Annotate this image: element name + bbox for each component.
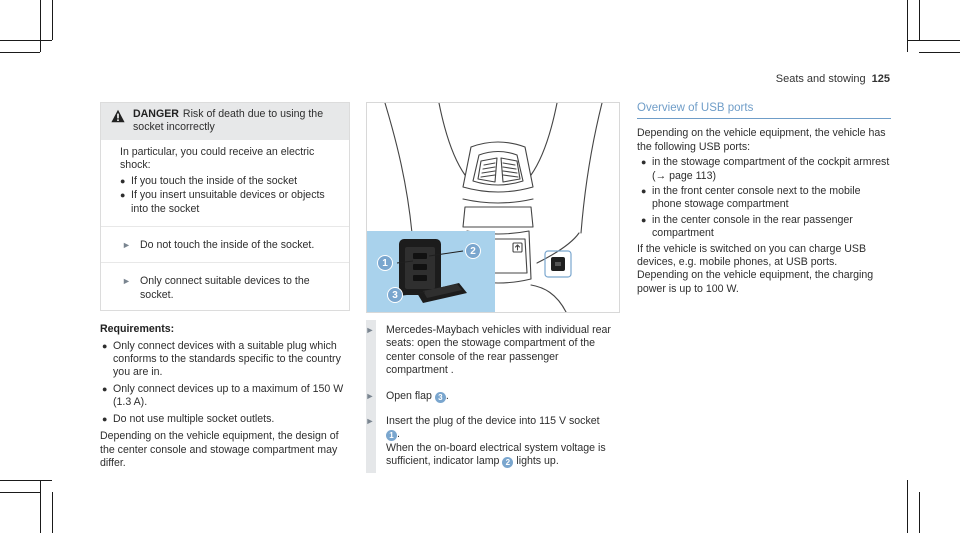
- running-header: Seats and stowing 125: [776, 73, 890, 86]
- step-text: Mercedes-Maybach vehicles with individua…: [386, 324, 611, 377]
- danger-keyword: DANGER: [133, 108, 179, 120]
- crop-mark: [0, 480, 52, 481]
- list-item: ● If you insert unsuitable devices or ob…: [120, 189, 339, 216]
- crop-mark: [919, 492, 920, 533]
- action-text: Do not touch the inside of the socket.: [140, 239, 315, 252]
- center-console-illustration: [367, 103, 603, 312]
- bullet-icon: ●: [641, 157, 647, 168]
- bullet-icon: ●: [120, 190, 126, 201]
- danger-intro: In particular, you could receive an elec…: [120, 146, 315, 172]
- bullet-icon: ●: [102, 383, 108, 394]
- list-item: ● Only connect devices with a suitable p…: [102, 340, 350, 380]
- crop-mark: [907, 480, 908, 533]
- bullet-icon: ●: [120, 175, 126, 186]
- callout-2: 2: [465, 243, 481, 259]
- crop-mark: [40, 480, 41, 533]
- crop-mark: [919, 0, 920, 40]
- step-text-after: .: [397, 428, 400, 441]
- usb-socket-figure: 1 2 3: [366, 102, 620, 313]
- list-item-text: in the center console in the rear passen…: [652, 213, 853, 240]
- action-arrow-icon: ►: [365, 325, 375, 335]
- action-text: Only connect suitable devices to the soc…: [140, 275, 310, 301]
- crop-mark: [907, 0, 908, 52]
- usb-intro: Depending on the vehicle equipment, the …: [637, 127, 886, 153]
- crop-mark: [40, 0, 41, 52]
- right-column: Overview of USB ports Depending on the v…: [637, 102, 891, 296]
- section-title: Overview of USB ports: [637, 102, 891, 120]
- step-text: Insert the plug of the device into 115 V…: [382, 415, 620, 469]
- list-item-text: Only connect devices up to a maximum of …: [113, 382, 344, 409]
- list-item: ● Only connect devices up to a maximum o…: [102, 383, 350, 410]
- divider: [101, 226, 349, 228]
- step-result-after: lights up.: [516, 455, 559, 468]
- crop-mark: [0, 492, 40, 493]
- step-item: ► Insert the plug of the device into 115…: [366, 415, 620, 473]
- list-item-text: in the stowage compartment of the cockpi…: [652, 156, 890, 182]
- list-item-text: If you insert unsuitable devices or obje…: [131, 189, 325, 215]
- step-text-before: Open flap: [386, 389, 432, 402]
- action-arrow-icon: ►: [122, 240, 131, 251]
- step-text: Open flap 3.: [382, 390, 449, 403]
- requirements-title: Requirements:: [100, 323, 175, 336]
- crop-mark: [52, 492, 53, 533]
- crop-mark: [919, 52, 960, 53]
- list-item-text: Only connect devices with a suitable plu…: [113, 339, 341, 379]
- requirements-note: Depending on the vehicle equipment, the …: [100, 430, 339, 469]
- callout-1: 1: [377, 255, 393, 271]
- list-item: ● in the center console in the rear pass…: [637, 214, 891, 241]
- bullet-icon: ●: [102, 340, 108, 351]
- action-item: ► Only connect suitable devices to the s…: [120, 275, 339, 302]
- step-text-after: .: [445, 389, 449, 402]
- list-item: ● in the stowage compartment of the cock…: [637, 156, 891, 183]
- callout-3: 3: [387, 287, 403, 303]
- middle-column: 1 2 3 ► Mercedes-Maybach vehicles with i…: [366, 102, 620, 473]
- page-number: 125: [871, 73, 890, 85]
- action-arrow-icon: ►: [365, 416, 375, 427]
- danger-risk-text: Risk of death due to using the socket in…: [133, 108, 324, 133]
- list-item: ● Do not use multiple socket outlets.: [102, 413, 350, 426]
- crop-mark: [0, 40, 52, 41]
- step-item: ► Mercedes-Maybach vehicles with individ…: [366, 320, 620, 378]
- list-item: ● in the front center console next to th…: [637, 185, 891, 212]
- inline-callout: 1: [386, 430, 397, 442]
- step-result-before: When the on-board electrical system volt…: [386, 441, 606, 468]
- step-text-before: Insert the plug of the device into 115 V…: [386, 415, 600, 428]
- header-title: Seats and stowing: [775, 73, 866, 85]
- action-item: ► Do not touch the inside of the socket.: [120, 239, 339, 252]
- instruction-steps: ► Mercedes-Maybach vehicles with individ…: [366, 320, 620, 473]
- danger-body: In particular, you could receive an elec…: [101, 140, 349, 310]
- bullet-icon: ●: [641, 186, 647, 197]
- requirements-list: ● Only connect devices with a suitable p…: [100, 340, 350, 426]
- bullet-icon: ●: [641, 214, 647, 225]
- crop-mark: [907, 40, 960, 41]
- warning-triangle-icon: [111, 109, 125, 123]
- list-item-text: in the front center console next to the …: [652, 185, 861, 211]
- step-rail: [366, 320, 376, 473]
- crop-mark: [52, 0, 53, 40]
- list-item-text: Do not use multiple socket outlets.: [113, 412, 275, 425]
- inline-callout: 2: [502, 457, 514, 469]
- action-arrow-icon: ►: [122, 276, 131, 287]
- usb-outro: If the vehicle is switched on you can ch…: [637, 242, 874, 295]
- list-item: ● If you touch the inside of the socket: [120, 175, 339, 188]
- crop-mark: [0, 52, 40, 53]
- inline-callout: 3: [434, 391, 446, 403]
- divider: [101, 262, 349, 264]
- bullet-icon: ●: [102, 413, 108, 424]
- step-item: ► Open flap 3.: [366, 390, 620, 403]
- list-item-text: If you touch the inside of the socket: [131, 174, 298, 187]
- action-arrow-icon: ►: [365, 390, 375, 401]
